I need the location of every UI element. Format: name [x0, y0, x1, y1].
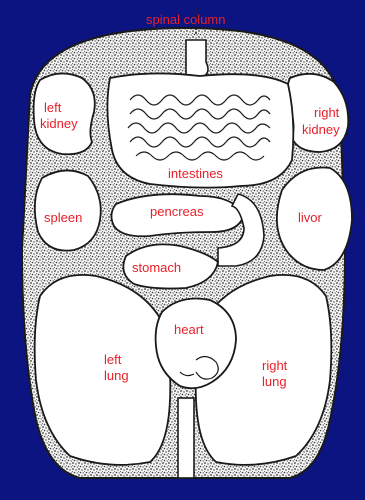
duodenum	[186, 40, 208, 78]
label-right-lung-2: lung	[262, 374, 287, 389]
label-left-kidney-2: kidney	[40, 116, 78, 131]
label-spinal-column: spinal column	[146, 12, 226, 27]
label-pancreas: pencreas	[150, 204, 204, 219]
label-spleen: spleen	[44, 210, 82, 225]
label-liver: livor	[298, 210, 323, 225]
label-left-lung-1: left	[104, 352, 122, 367]
label-heart: heart	[174, 322, 204, 337]
label-right-kidney-1: right	[314, 105, 340, 120]
label-intestines: intestines	[168, 166, 223, 181]
trachea	[178, 398, 194, 478]
left-kidney	[34, 73, 95, 154]
label-right-lung-1: right	[262, 358, 288, 373]
label-left-lung-2: lung	[104, 368, 129, 383]
label-left-kidney-1: left	[44, 100, 62, 115]
label-right-kidney-2: kidney	[302, 122, 340, 137]
label-stomach: stomach	[132, 260, 181, 275]
